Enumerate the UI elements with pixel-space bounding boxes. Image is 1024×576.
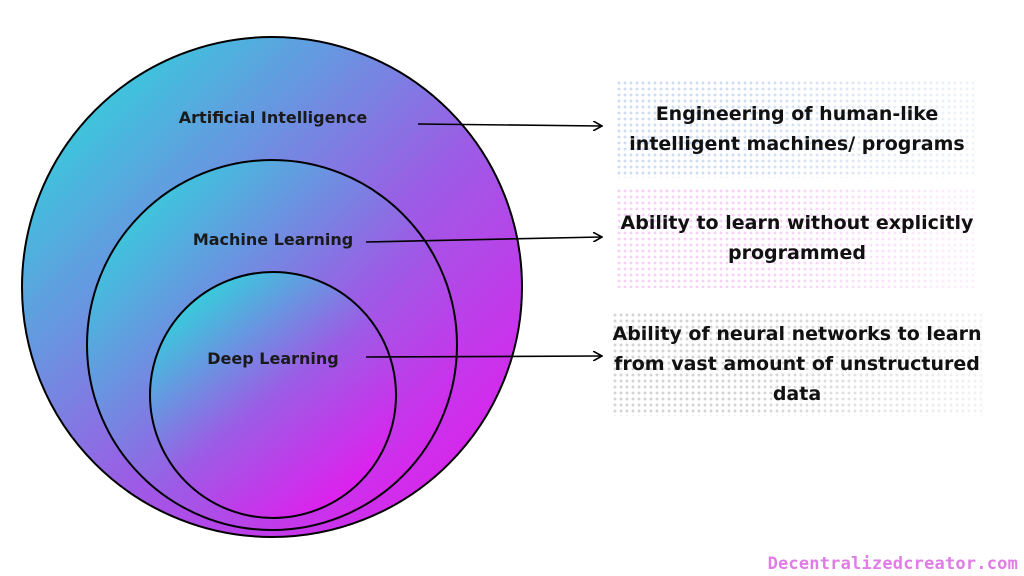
ai-description-text: Engineering of human-like intelligent ma…	[629, 103, 965, 155]
watermark: Decentralizedcreator.com	[767, 554, 1018, 574]
ml-description-text: Ability to learn without explicitly prog…	[620, 212, 974, 264]
ai-description-panel: Engineering of human-like intelligent ma…	[616, 80, 978, 178]
ml-label: Machine Learning	[193, 230, 353, 249]
dl-description-text: Ability of neural networks to learn from…	[612, 323, 982, 405]
dl-circle	[149, 271, 397, 519]
dl-label: Deep Learning	[207, 349, 338, 368]
ml-arrow	[365, 237, 601, 243]
dot-pattern-gray	[612, 312, 982, 416]
ai-arrow	[417, 124, 601, 126]
ml-description-panel: Ability to learn without explicitly prog…	[616, 188, 978, 288]
dl-description-panel: Ability of neural networks to learn from…	[612, 312, 982, 416]
dl-arrow	[365, 356, 601, 357]
ai-label: Artificial Intelligence	[179, 108, 368, 127]
dot-pattern-pink	[616, 188, 978, 288]
dot-pattern-blue	[616, 80, 978, 178]
